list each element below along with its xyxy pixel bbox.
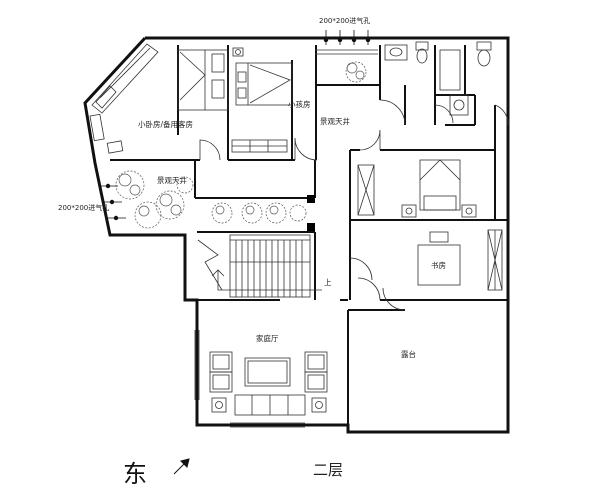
vent-markers-top bbox=[323, 30, 371, 45]
vent-markers-left bbox=[100, 183, 126, 221]
lightwell-top-label: 景观天井 bbox=[320, 116, 350, 126]
master-bedroom-bed bbox=[401, 159, 477, 218]
small-bedroom-desk bbox=[89, 113, 124, 154]
family-hall-furniture bbox=[209, 351, 328, 416]
plant-lightwell-top bbox=[345, 61, 367, 83]
floor-label: 二层 bbox=[313, 461, 343, 479]
windows bbox=[194, 49, 378, 428]
terrace-label: 露台 bbox=[401, 349, 416, 359]
study-label: 书房 bbox=[431, 260, 446, 270]
small-bedroom-bed bbox=[177, 49, 229, 111]
kids-room-wardrobe bbox=[231, 139, 288, 153]
stair bbox=[197, 234, 322, 298]
vent-label-left: 200*200进气孔 bbox=[58, 203, 109, 212]
small-bedroom-wardrobe bbox=[91, 43, 159, 114]
small-bedroom-label: 小卧房/备用客房 bbox=[138, 119, 193, 129]
direction-label: 东 bbox=[123, 460, 147, 488]
bathroom-fixtures bbox=[384, 41, 492, 116]
lightwell-left-label: 景观天井 bbox=[157, 175, 187, 185]
columns bbox=[307, 195, 315, 231]
north-arrow-icon bbox=[173, 458, 190, 475]
plants-lightwell-left bbox=[115, 170, 194, 229]
kids-room-bed bbox=[232, 47, 293, 106]
kids-room-label: 小孩房 bbox=[288, 99, 311, 109]
door-swings bbox=[199, 99, 509, 311]
study-furniture bbox=[417, 229, 503, 291]
plants-lightwell-center bbox=[211, 202, 307, 224]
master-wardrobe bbox=[357, 164, 375, 216]
family-hall-label: 家庭厅 bbox=[256, 333, 279, 343]
vent-label-top: 200*200进气孔 bbox=[319, 16, 370, 25]
stair-up-label: 上 bbox=[324, 278, 332, 287]
